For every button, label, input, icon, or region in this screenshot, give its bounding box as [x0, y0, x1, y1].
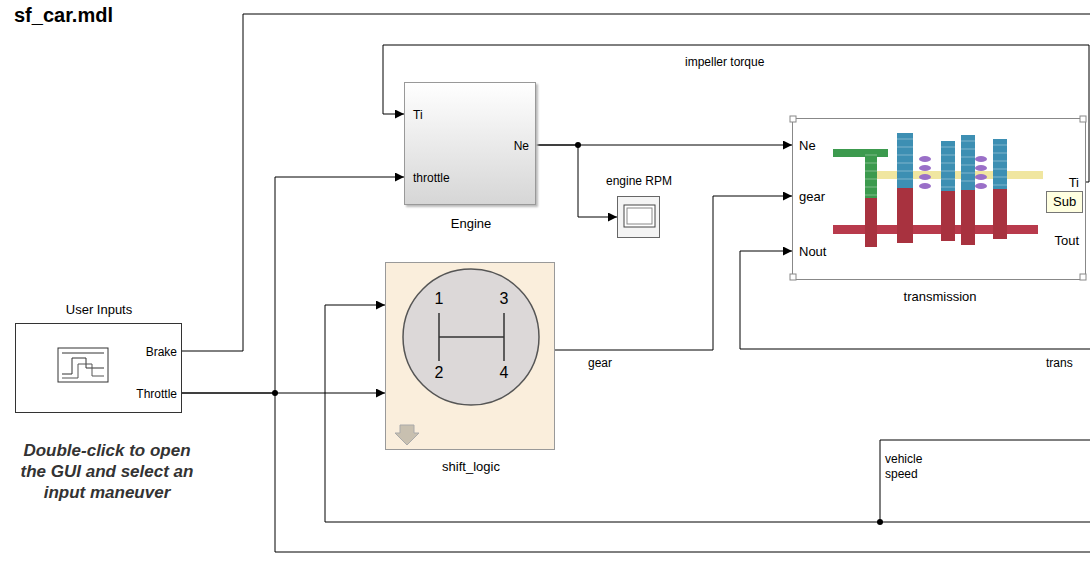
port-label: Throttle [136, 386, 177, 402]
block-icon [618, 197, 661, 239]
signal-line [182, 177, 404, 393]
port-label: throttle [413, 170, 450, 186]
gear-number: 1 [435, 291, 444, 307]
signal-name: trans [1046, 356, 1073, 371]
signal-name: impeller torque [685, 55, 764, 69]
tooltip: Sub [1046, 191, 1083, 213]
gear-number: 3 [500, 291, 509, 307]
model-title: sf_car.mdl [14, 4, 113, 27]
block-name: User Inputs [66, 302, 132, 318]
subsystem-block: NegearNoutTiTouttransmission [792, 118, 1086, 280]
port-label: Ti [1069, 175, 1079, 191]
block-name: engine RPM [606, 173, 672, 189]
port-label: Nout [799, 244, 826, 260]
scope-block: engine RPM [617, 196, 660, 238]
port-label: Ne [514, 138, 529, 154]
source-block: User InputsBrakeThrottle [15, 323, 182, 413]
subsystem-block: TithrottleNeEngine [404, 82, 536, 205]
block-name: Engine [451, 216, 491, 232]
block-name: transmission [904, 289, 977, 305]
signal-name: gear [588, 356, 612, 370]
gear-number: 4 [500, 365, 509, 381]
brake-wire [182, 14, 1090, 351]
note-text: Double-click to open the GUI and select … [12, 440, 202, 503]
port-label: Brake [146, 344, 177, 360]
chart-block: 1324shift_logic [385, 262, 555, 450]
port-label: Tout [1054, 233, 1079, 249]
port-label: gear [799, 189, 825, 205]
block-icon [793, 119, 1087, 281]
vehicle-speed-wire [880, 440, 1090, 522]
signal-name: vehicle speed [885, 452, 941, 482]
signal-line [182, 393, 385, 394]
junction-dot [877, 519, 883, 525]
port-label: Ti [413, 107, 423, 123]
block-name: shift_logic [442, 459, 500, 475]
signal-line [536, 145, 617, 217]
port-label: Ne [799, 138, 816, 154]
gear-number: 2 [435, 365, 444, 381]
signal-line [555, 196, 792, 350]
block-icon [386, 263, 556, 451]
